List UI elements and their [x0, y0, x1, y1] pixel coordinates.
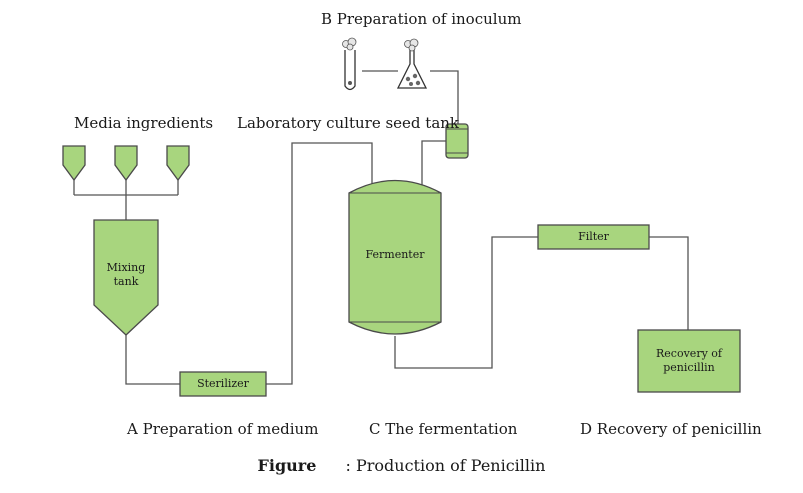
mixing-tank	[93, 219, 159, 336]
seed-tank	[445, 123, 469, 159]
pipe-sterilizer-to-fermenter	[266, 142, 373, 385]
inoculum-label: B Preparation of inoculum	[321, 10, 522, 28]
pipe-fermenter-to-filter	[394, 236, 538, 369]
filter	[537, 224, 650, 250]
media-hopper-1	[62, 145, 86, 182]
pipe-filter-to-recovery	[649, 236, 689, 330]
sterilizer	[179, 371, 267, 397]
pipe-mixing-to-sterilizer	[125, 335, 180, 385]
pipe-flask-to-seed-tank	[430, 70, 459, 124]
test-tube-icon	[342, 37, 357, 91]
fermenter	[348, 179, 442, 335]
stage-a-label: A Preparation of medium	[127, 420, 319, 438]
recovery-label: Recovery of penicillin	[656, 347, 722, 374]
caption-prefix: Figure	[257, 456, 317, 475]
stage-c-label: C The fermentation	[369, 420, 518, 438]
filter-label: Filter	[578, 230, 609, 243]
sterilizer-label: Sterilizer	[197, 377, 249, 390]
pipe-seed-tank-to-fermenter	[421, 140, 446, 185]
fermenter-label: Fermenter	[365, 248, 425, 261]
stage-d-label: D Recovery of penicillin	[580, 420, 762, 438]
seed-tank-label: Laboratory culture seed tank	[237, 114, 460, 132]
caption-title: Production of Penicillin	[356, 456, 546, 475]
recovery-tank	[637, 329, 741, 393]
media-hopper-2	[114, 145, 138, 182]
mixing-tank-label: Mixing tank	[106, 261, 146, 288]
media-hopper-3	[166, 145, 190, 182]
conical-flask-icon	[396, 38, 428, 89]
figure-caption: Figure : Production of Penicillin	[0, 456, 803, 475]
media-ingredients-label: Media ingredients	[74, 114, 214, 132]
caption-separator: :	[345, 456, 351, 475]
